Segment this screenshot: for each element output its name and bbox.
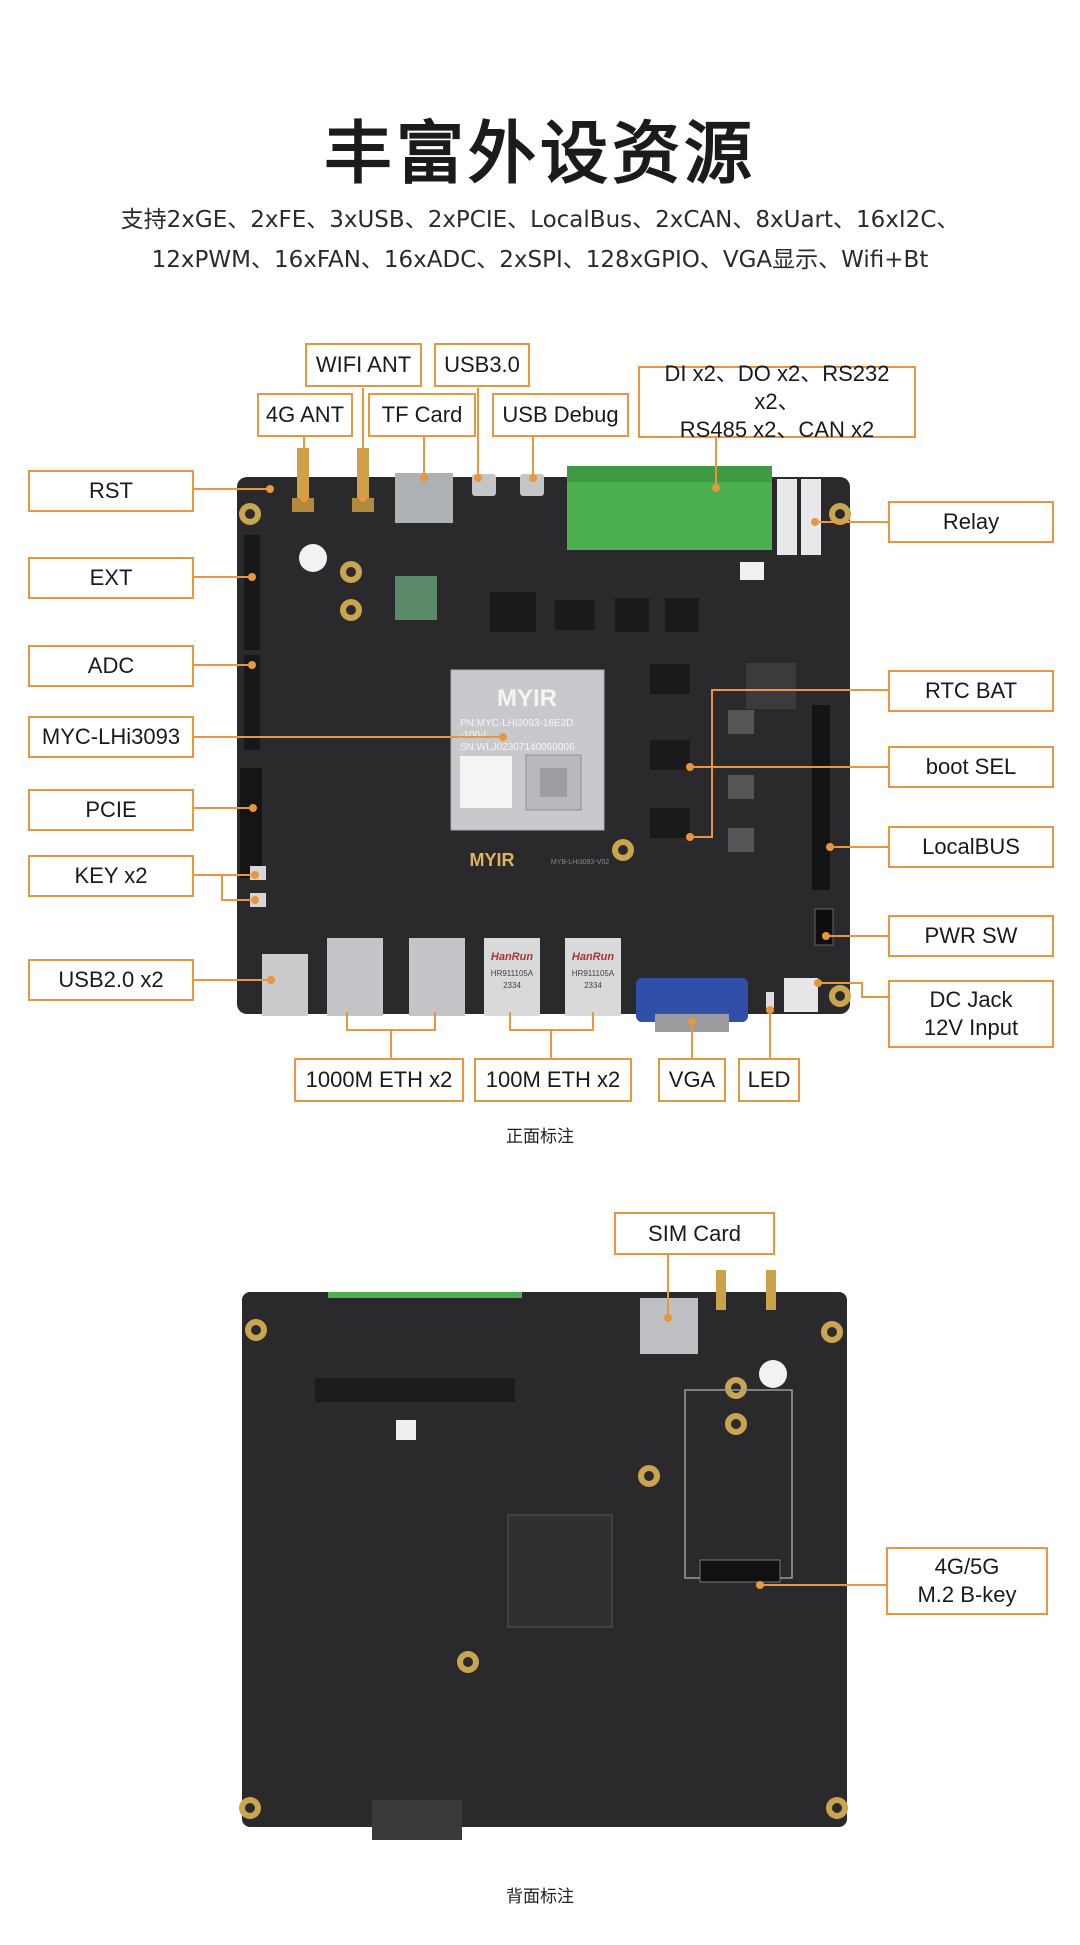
inductor <box>728 710 754 734</box>
ic <box>490 592 536 632</box>
label-ext: EXT <box>28 557 194 599</box>
front-board-photo: MYIR PN:MYC-LHi3093-16E2D -100-I SN:WLJ0… <box>237 448 851 1032</box>
white-pad <box>299 544 327 572</box>
som-sn: SN:WLJ02307140060006 <box>460 742 575 753</box>
label-m2-b-key: 4G/5G M.2 B-key <box>886 1547 1048 1615</box>
svg-text:HanRun: HanRun <box>491 951 533 963</box>
dip-switch <box>650 664 690 694</box>
usb-debug-connector <box>520 474 544 496</box>
vga-connector <box>636 978 748 1022</box>
ext-header <box>244 535 260 650</box>
feature-line-1: 支持2xGE、2xFE、3xUSB、2xPCIE、LocalBus、2xCAN、… <box>120 207 960 233</box>
back-leader-lines <box>667 1255 886 1586</box>
m2-b-key-connector <box>699 1559 781 1583</box>
front-leader-dots <box>248 474 834 1026</box>
label-myc-lhi3093: MYC-LHi3093 <box>28 716 194 758</box>
label-localbus: LocalBUS <box>888 826 1054 868</box>
dc-jack <box>784 978 818 1012</box>
relay-2 <box>801 479 821 555</box>
qr-sticker <box>396 1420 416 1440</box>
dip-switch <box>650 740 690 770</box>
ic <box>665 598 699 632</box>
label-usb-debug: USB Debug <box>492 393 629 437</box>
dip-switch <box>650 808 690 838</box>
som-brand: MYIR <box>497 685 557 712</box>
usb-a-stack <box>262 954 308 1016</box>
wifi-module <box>395 576 437 620</box>
front-leader-lines <box>193 388 888 1058</box>
inductor <box>728 775 754 799</box>
label-boot-sel: boot SEL <box>888 746 1054 788</box>
ic <box>615 598 649 632</box>
label-rst: RST <box>28 470 194 512</box>
label-sim-card: SIM Card <box>614 1212 775 1255</box>
label-di-do-rs232-rs485-can: DI x2、DO x2、RS232 x2、 RS485 x2、CAN x2 <box>638 361 916 442</box>
adc-header <box>244 655 260 750</box>
inductor <box>728 828 754 852</box>
label-key-x2: KEY x2 <box>28 855 194 897</box>
label-rtc-bat: RTC BAT <box>888 670 1054 712</box>
svg-text:HR911105A: HR911105A <box>491 969 534 978</box>
label-100m-eth: 100M ETH x2 <box>474 1058 632 1102</box>
svg-text:2334: 2334 <box>584 981 602 990</box>
rj45-1000m-1 <box>327 938 383 1016</box>
label-1000m-eth: 1000M ETH x2 <box>294 1058 464 1102</box>
led <box>766 992 774 1008</box>
som-pn: PN:MYC-LHi3093-16E2D <box>460 718 573 729</box>
svg-text:HR911105A: HR911105A <box>572 969 615 978</box>
label-dc-jack: DC Jack 12V Input <box>888 980 1054 1048</box>
localbus-header <box>812 705 830 890</box>
component-row <box>315 1378 515 1402</box>
label-vga: VGA <box>658 1058 726 1102</box>
board-brand: MYIR <box>470 850 515 870</box>
label-relay: Relay <box>888 501 1054 543</box>
feature-line-2: 12xPWM、16xFAN、16xADC、2xSPI、128xGPIO、VGA显… <box>151 247 929 273</box>
back-board-photo <box>239 1270 848 1840</box>
label-pwr-sw: PWR SW <box>888 915 1054 957</box>
label-usb20-x2: USB2.0 x2 <box>28 959 194 1001</box>
rtc-battery-holder <box>746 663 796 709</box>
power-switch <box>814 908 834 946</box>
som-pn2: -100-I <box>460 730 486 741</box>
ic <box>555 600 595 630</box>
front-caption: 正面标注 <box>506 1127 574 1147</box>
back-caption: 背面标注 <box>506 1887 574 1907</box>
label-pcie: PCIE <box>28 789 194 831</box>
label-adc: ADC <box>28 645 194 687</box>
svg-text:2334: 2334 <box>503 981 521 990</box>
label-wifi-ant: WIFI ANT <box>305 343 422 387</box>
feature-summary: 支持2xGE、2xFE、3xUSB、2xPCIE、LocalBus、2xCAN、… <box>70 200 1010 280</box>
rj45-1000m-2 <box>409 938 465 1016</box>
label-led: LED <box>738 1058 800 1102</box>
label-4g-ant: 4G ANT <box>257 393 353 437</box>
rj45-100m-2 <box>565 938 621 1016</box>
back-pad-area <box>507 1514 613 1628</box>
label-tf-card: TF Card <box>368 393 476 437</box>
relay-1 <box>777 479 797 555</box>
label-usb30: USB3.0 <box>434 343 530 387</box>
som-qr-code <box>460 756 512 808</box>
pcie-slot <box>240 768 262 878</box>
qr-sticker <box>740 562 764 580</box>
board-model: MYB-LHi3093-V02 <box>551 859 609 866</box>
back-vga-shadow <box>372 1800 462 1840</box>
svg-text:HanRun: HanRun <box>572 951 614 963</box>
page-title: 丰富外设资源 <box>323 115 756 194</box>
rj45-100m-1 <box>484 938 540 1016</box>
